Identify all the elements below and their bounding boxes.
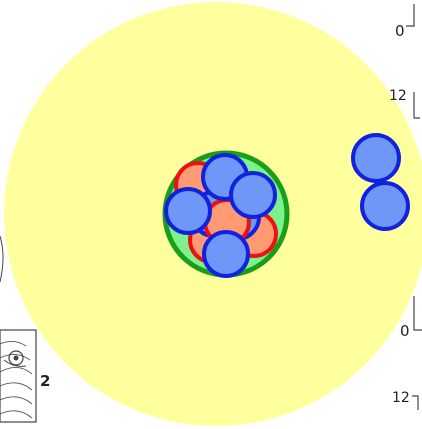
neutron-6 (202, 230, 250, 278)
nucleus-particles (164, 153, 278, 278)
edge-label-top-zero: 0 (395, 22, 405, 40)
left-contour-fragment (0, 235, 37, 423)
edge-label-lower-zero: 0 (400, 322, 410, 340)
background-figure-fragments (0, 4, 422, 423)
edge-label-bottom-twelve: 12 (392, 390, 410, 406)
neutron-5 (164, 187, 212, 235)
outer-particles (351, 133, 410, 231)
outer-neutron-1 (351, 133, 401, 183)
top-right-axis-fragment (406, 4, 415, 27)
right-axis-fragment-lower (413, 296, 422, 331)
right-tick-fragment-upper (413, 92, 420, 119)
neutron-4 (229, 171, 277, 219)
edge-label-left-two: 2 (40, 372, 51, 390)
right-tick-fragment-lower (412, 395, 419, 410)
outer-neutron-2 (360, 181, 410, 231)
edge-label-upper-twelve: 12 (389, 88, 407, 104)
